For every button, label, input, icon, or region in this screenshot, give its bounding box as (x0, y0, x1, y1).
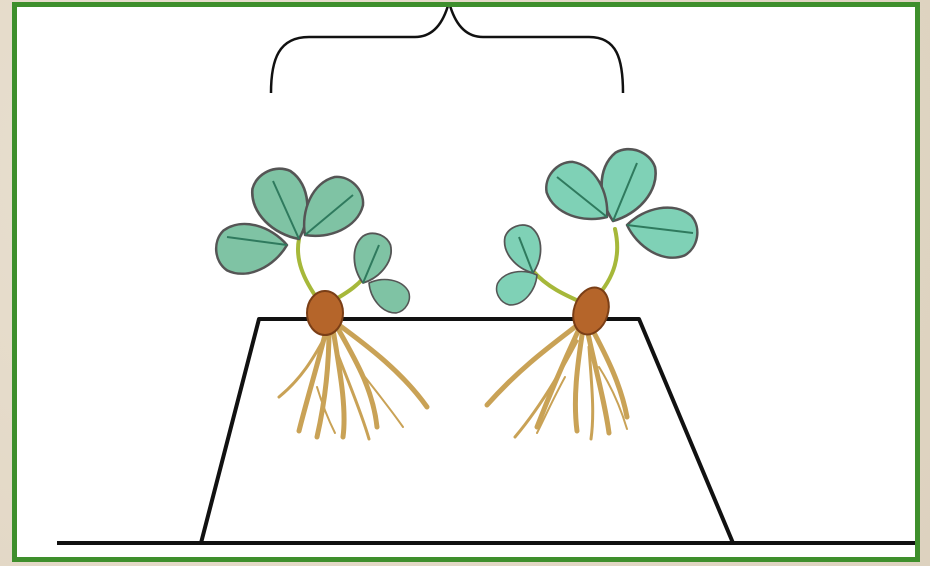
soil-mound-outline (201, 319, 733, 543)
left-plant (214, 160, 427, 439)
diagram-frame (12, 2, 920, 562)
left-plant-roots (279, 325, 427, 439)
right-plant-leaves (491, 142, 701, 310)
left-plant-crown (307, 291, 343, 335)
plant-diagram (17, 7, 915, 557)
right-plant-roots (487, 327, 627, 439)
grouping-brace (271, 7, 623, 93)
right-plant-crown (567, 283, 614, 339)
